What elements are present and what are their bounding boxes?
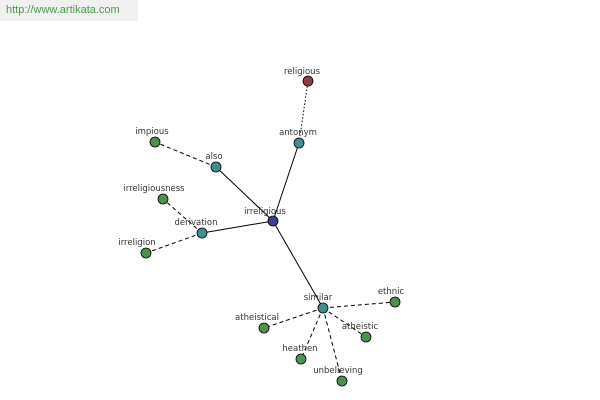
node-label-religious: religious [284,67,321,77]
node-irreligiousness[interactable]: irreligiousness [123,184,185,205]
node-marker-irreligiousness[interactable] [157,193,169,205]
edge-irreligious-also [215,166,274,222]
edge-also-impious [154,141,217,168]
edge-similar-atheistical [263,307,324,329]
node-label-ethnic: ethnic [378,287,405,297]
node-atheistical[interactable]: atheistical [235,313,279,334]
edge-irreligious-derivation [201,220,274,234]
node-marker-atheistic[interactable] [360,331,372,343]
node-label-derivation: derivation [174,218,217,228]
nodes-layer: irreligious antonym religious also impious de… [118,67,405,387]
node-label-impious: impious [135,127,169,137]
edge-similar-unbelieving [322,307,343,382]
node-also[interactable]: also [205,152,223,173]
node-marker-irreligious[interactable] [267,215,279,227]
node-marker-also[interactable] [210,161,222,173]
node-marker-atheistical[interactable] [258,322,270,334]
node-label-atheistic: atheistic [342,322,379,332]
node-similar[interactable]: similar [304,293,333,314]
node-marker-ethnic[interactable] [389,296,401,308]
node-impious[interactable]: impious [135,127,169,148]
node-marker-heathen[interactable] [295,353,307,365]
node-label-atheistical: atheistical [235,313,279,323]
node-heathen[interactable]: heathen [282,344,318,365]
node-label-irreligious: irreligious [244,207,286,217]
node-marker-similar[interactable] [317,302,329,314]
node-marker-derivation[interactable] [196,227,208,239]
node-atheistic[interactable]: atheistic [342,322,379,343]
node-irreligious[interactable]: irreligious [244,207,286,227]
node-marker-impious[interactable] [149,136,161,148]
node-antonym[interactable]: antonym [279,128,317,149]
node-label-irreligion: irreligion [118,238,155,248]
edge-similar-atheistic [322,307,367,338]
node-marker-antonym[interactable] [293,137,305,149]
edge-irreligious-antonym [272,142,300,222]
node-marker-irreligion[interactable] [140,247,152,259]
node-label-heathen: heathen [282,344,317,354]
node-label-unbelieving: unbelieving [313,366,363,376]
edge-derivation-irreligion [145,232,203,254]
edge-similar-heathen [300,307,324,360]
node-label-similar: similar [304,293,333,303]
node-marker-religious[interactable] [302,75,314,87]
edge-irreligious-similar [272,220,324,309]
node-irreligion[interactable]: irreligion [118,238,156,259]
node-religious[interactable]: religious [284,67,321,87]
node-marker-unbelieving[interactable] [336,375,348,387]
watermark-url: http://www.artikata.com [0,0,138,21]
node-label-antonym: antonym [279,128,317,138]
node-label-irreligiousness: irreligiousness [123,184,185,194]
node-derivation[interactable]: derivation [174,218,218,239]
node-unbelieving[interactable]: unbelieving [313,366,363,387]
node-ethnic[interactable]: ethnic [378,287,405,308]
edge-derivation-irreligiousness [162,198,203,234]
edges-layer [145,80,396,382]
edge-similar-ethnic [322,301,396,309]
node-label-also: also [205,152,222,162]
